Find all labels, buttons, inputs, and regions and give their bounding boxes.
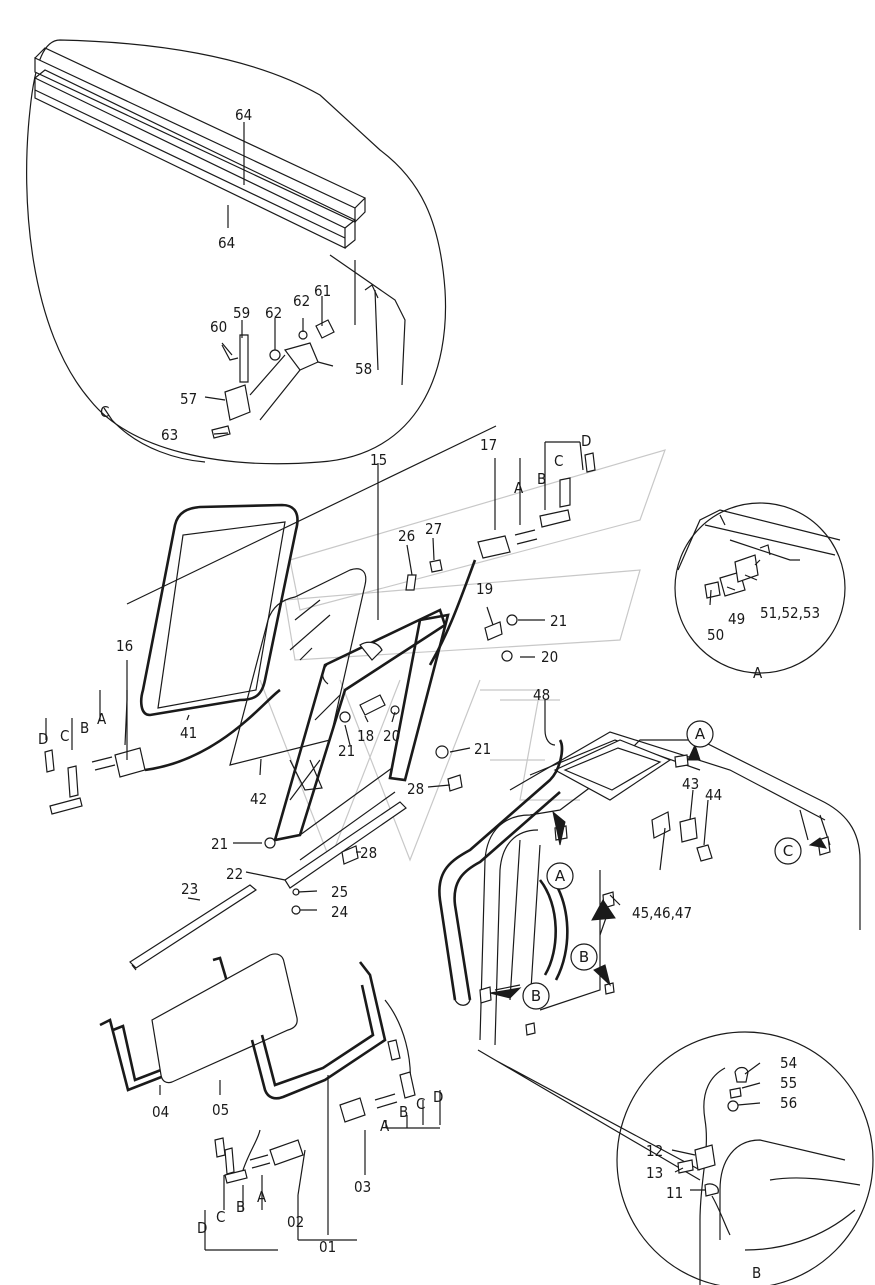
callout-a-upper: A xyxy=(514,479,524,497)
callout-63: 63 xyxy=(161,426,178,444)
callout-64-lower: 64 xyxy=(218,234,235,252)
circled-ref-c: C xyxy=(774,837,802,865)
callout-21-lower: 21 xyxy=(211,835,228,853)
callout-detail-c: C xyxy=(100,403,109,421)
callout-28-lower: 28 xyxy=(360,844,377,862)
callout-62-right: 62 xyxy=(293,292,310,310)
detail-c-balloon xyxy=(26,39,447,465)
callout-50: 50 xyxy=(707,626,724,644)
callout-58: 58 xyxy=(355,360,372,378)
callout-49: 49 xyxy=(728,610,745,628)
callout-23: 23 xyxy=(181,880,198,898)
callout-44: 44 xyxy=(705,786,722,804)
callout-57: 57 xyxy=(180,390,197,408)
circled-ref-b-bottom: B xyxy=(522,982,550,1010)
callout-04: 04 xyxy=(152,1103,169,1121)
callout-62-left: 62 xyxy=(265,304,282,322)
callout-b-right: B xyxy=(399,1103,408,1121)
callout-03: 03 xyxy=(354,1178,371,1196)
callout-61: 61 xyxy=(314,282,331,300)
callout-17: 17 xyxy=(480,436,497,454)
callout-26: 26 xyxy=(398,527,415,545)
circled-ref-c-label: C xyxy=(783,842,793,860)
leader-lines xyxy=(45,122,828,1251)
circled-ref-a-side: A xyxy=(546,862,574,890)
callout-22: 22 xyxy=(226,865,243,883)
callout-02: 02 xyxy=(287,1213,304,1231)
callout-12: 12 xyxy=(646,1142,663,1160)
callout-64-upper: 64 xyxy=(235,106,252,124)
callout-c-right: C xyxy=(416,1095,425,1113)
callout-24: 24 xyxy=(331,903,348,921)
callout-41: 41 xyxy=(180,724,197,742)
callout-d-left: D xyxy=(38,730,48,748)
door-window-assembly xyxy=(44,452,596,971)
callout-b-left: B xyxy=(80,719,89,737)
callout-54: 54 xyxy=(780,1054,797,1072)
callout-55: 55 xyxy=(780,1074,797,1092)
watermark-logo xyxy=(259,449,666,862)
callout-a-right: A xyxy=(380,1117,390,1135)
callout-a-left: A xyxy=(97,710,107,728)
callout-59: 59 xyxy=(233,304,250,322)
circled-ref-a-top-label: A xyxy=(695,725,706,743)
callout-51-52-53: 51,52,53 xyxy=(760,604,820,622)
lower-door-parts xyxy=(99,953,416,1184)
callout-detail-b: B xyxy=(752,1264,761,1282)
callout-21-mid: 21 xyxy=(338,742,355,760)
callout-b-upper: B xyxy=(537,470,546,488)
callout-21-upper: 21 xyxy=(550,612,567,630)
circled-ref-b-side-label: B xyxy=(579,948,589,966)
callout-27: 27 xyxy=(425,520,442,538)
callout-19: 19 xyxy=(476,580,493,598)
cab-body xyxy=(438,731,861,1181)
circled-ref-a-top: A xyxy=(686,720,714,748)
callout-d-right: D xyxy=(433,1088,443,1106)
callout-a-bottom: A xyxy=(257,1188,267,1206)
circled-ref-a-side-label: A xyxy=(555,867,566,885)
circled-ref-b-bottom-label: B xyxy=(531,987,541,1005)
detail-b-balloon xyxy=(616,1031,874,1285)
part-callouts: 64 64 61 62 62 59 60 58 57 63 C 15 17 D … xyxy=(38,106,820,1282)
callout-d-bottom: D xyxy=(197,1219,207,1237)
callout-43: 43 xyxy=(682,775,699,793)
callout-c-upper: C xyxy=(554,452,563,470)
callout-20-lower: 20 xyxy=(383,727,400,745)
callout-c-left: C xyxy=(60,727,69,745)
callout-48: 48 xyxy=(533,686,550,704)
detail-a-balloon xyxy=(674,502,846,674)
callout-56: 56 xyxy=(780,1094,797,1112)
callout-11: 11 xyxy=(666,1184,683,1202)
callout-16: 16 xyxy=(116,637,133,655)
callout-d-upper: D xyxy=(581,432,591,450)
callout-13: 13 xyxy=(646,1164,663,1182)
callout-20-upper: 20 xyxy=(541,648,558,666)
callout-01: 01 xyxy=(319,1238,336,1256)
callout-28-upper: 28 xyxy=(407,780,424,798)
callout-c-bottom: C xyxy=(216,1208,225,1226)
callout-25: 25 xyxy=(331,883,348,901)
callout-05: 05 xyxy=(212,1101,229,1119)
callout-18: 18 xyxy=(357,727,374,745)
callout-45-46-47: 45,46,47 xyxy=(632,904,692,922)
callout-detail-a: A xyxy=(753,664,763,682)
circled-ref-b-side: B xyxy=(570,943,598,971)
callout-60: 60 xyxy=(210,318,227,336)
callout-b-bottom: B xyxy=(236,1198,245,1216)
callout-21-right: 21 xyxy=(474,740,491,758)
callout-15: 15 xyxy=(370,451,387,469)
callout-42: 42 xyxy=(250,790,267,808)
